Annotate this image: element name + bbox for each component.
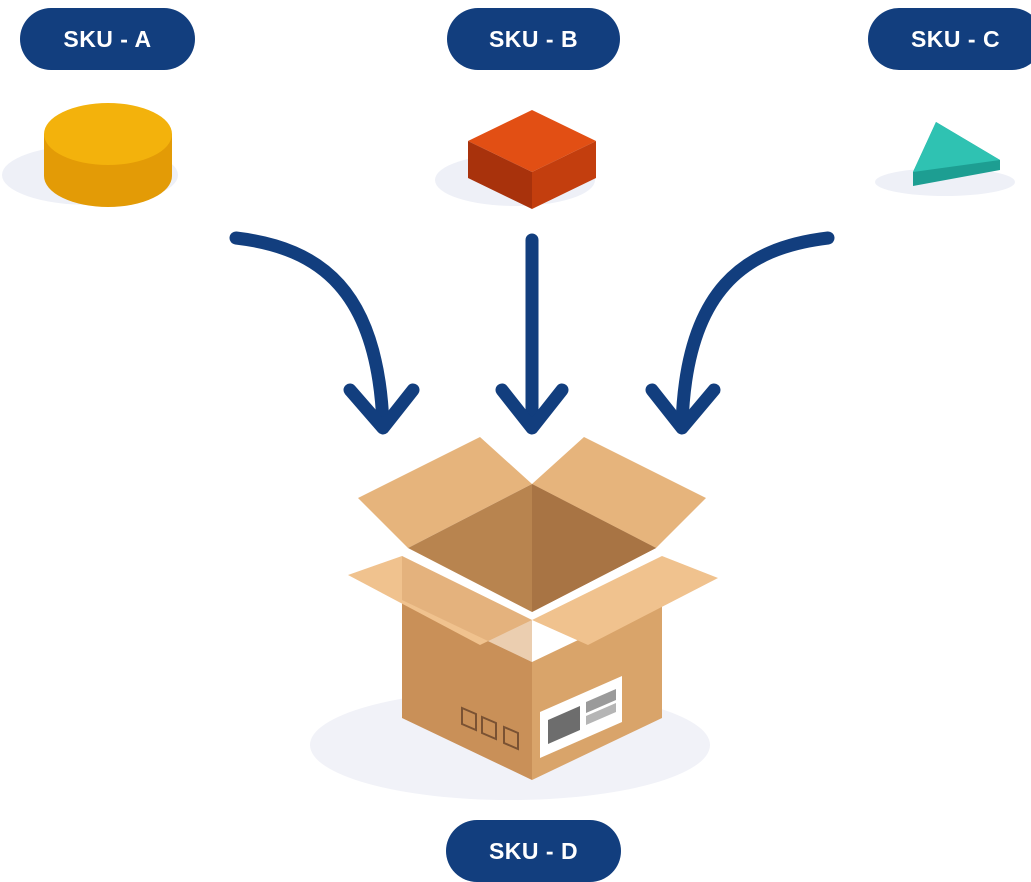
barcode-label	[540, 676, 622, 758]
sku-c-label: SKU - C	[868, 8, 1031, 70]
sku-b-label: SKU - B	[447, 8, 620, 70]
arrow-left	[229, 231, 420, 435]
red-cube-icon	[468, 110, 596, 209]
arrow-right	[645, 231, 835, 435]
arrow-middle	[495, 233, 569, 435]
yellow-cylinder-icon	[44, 103, 172, 207]
sku-d-label: SKU - D	[446, 820, 621, 882]
handling-symbols	[461, 706, 519, 751]
sku-a-label: SKU - A	[20, 8, 195, 70]
teal-triangle-icon	[913, 122, 1000, 186]
triangle-shadow	[875, 168, 1015, 196]
open-cardboard-box-icon	[348, 437, 718, 780]
